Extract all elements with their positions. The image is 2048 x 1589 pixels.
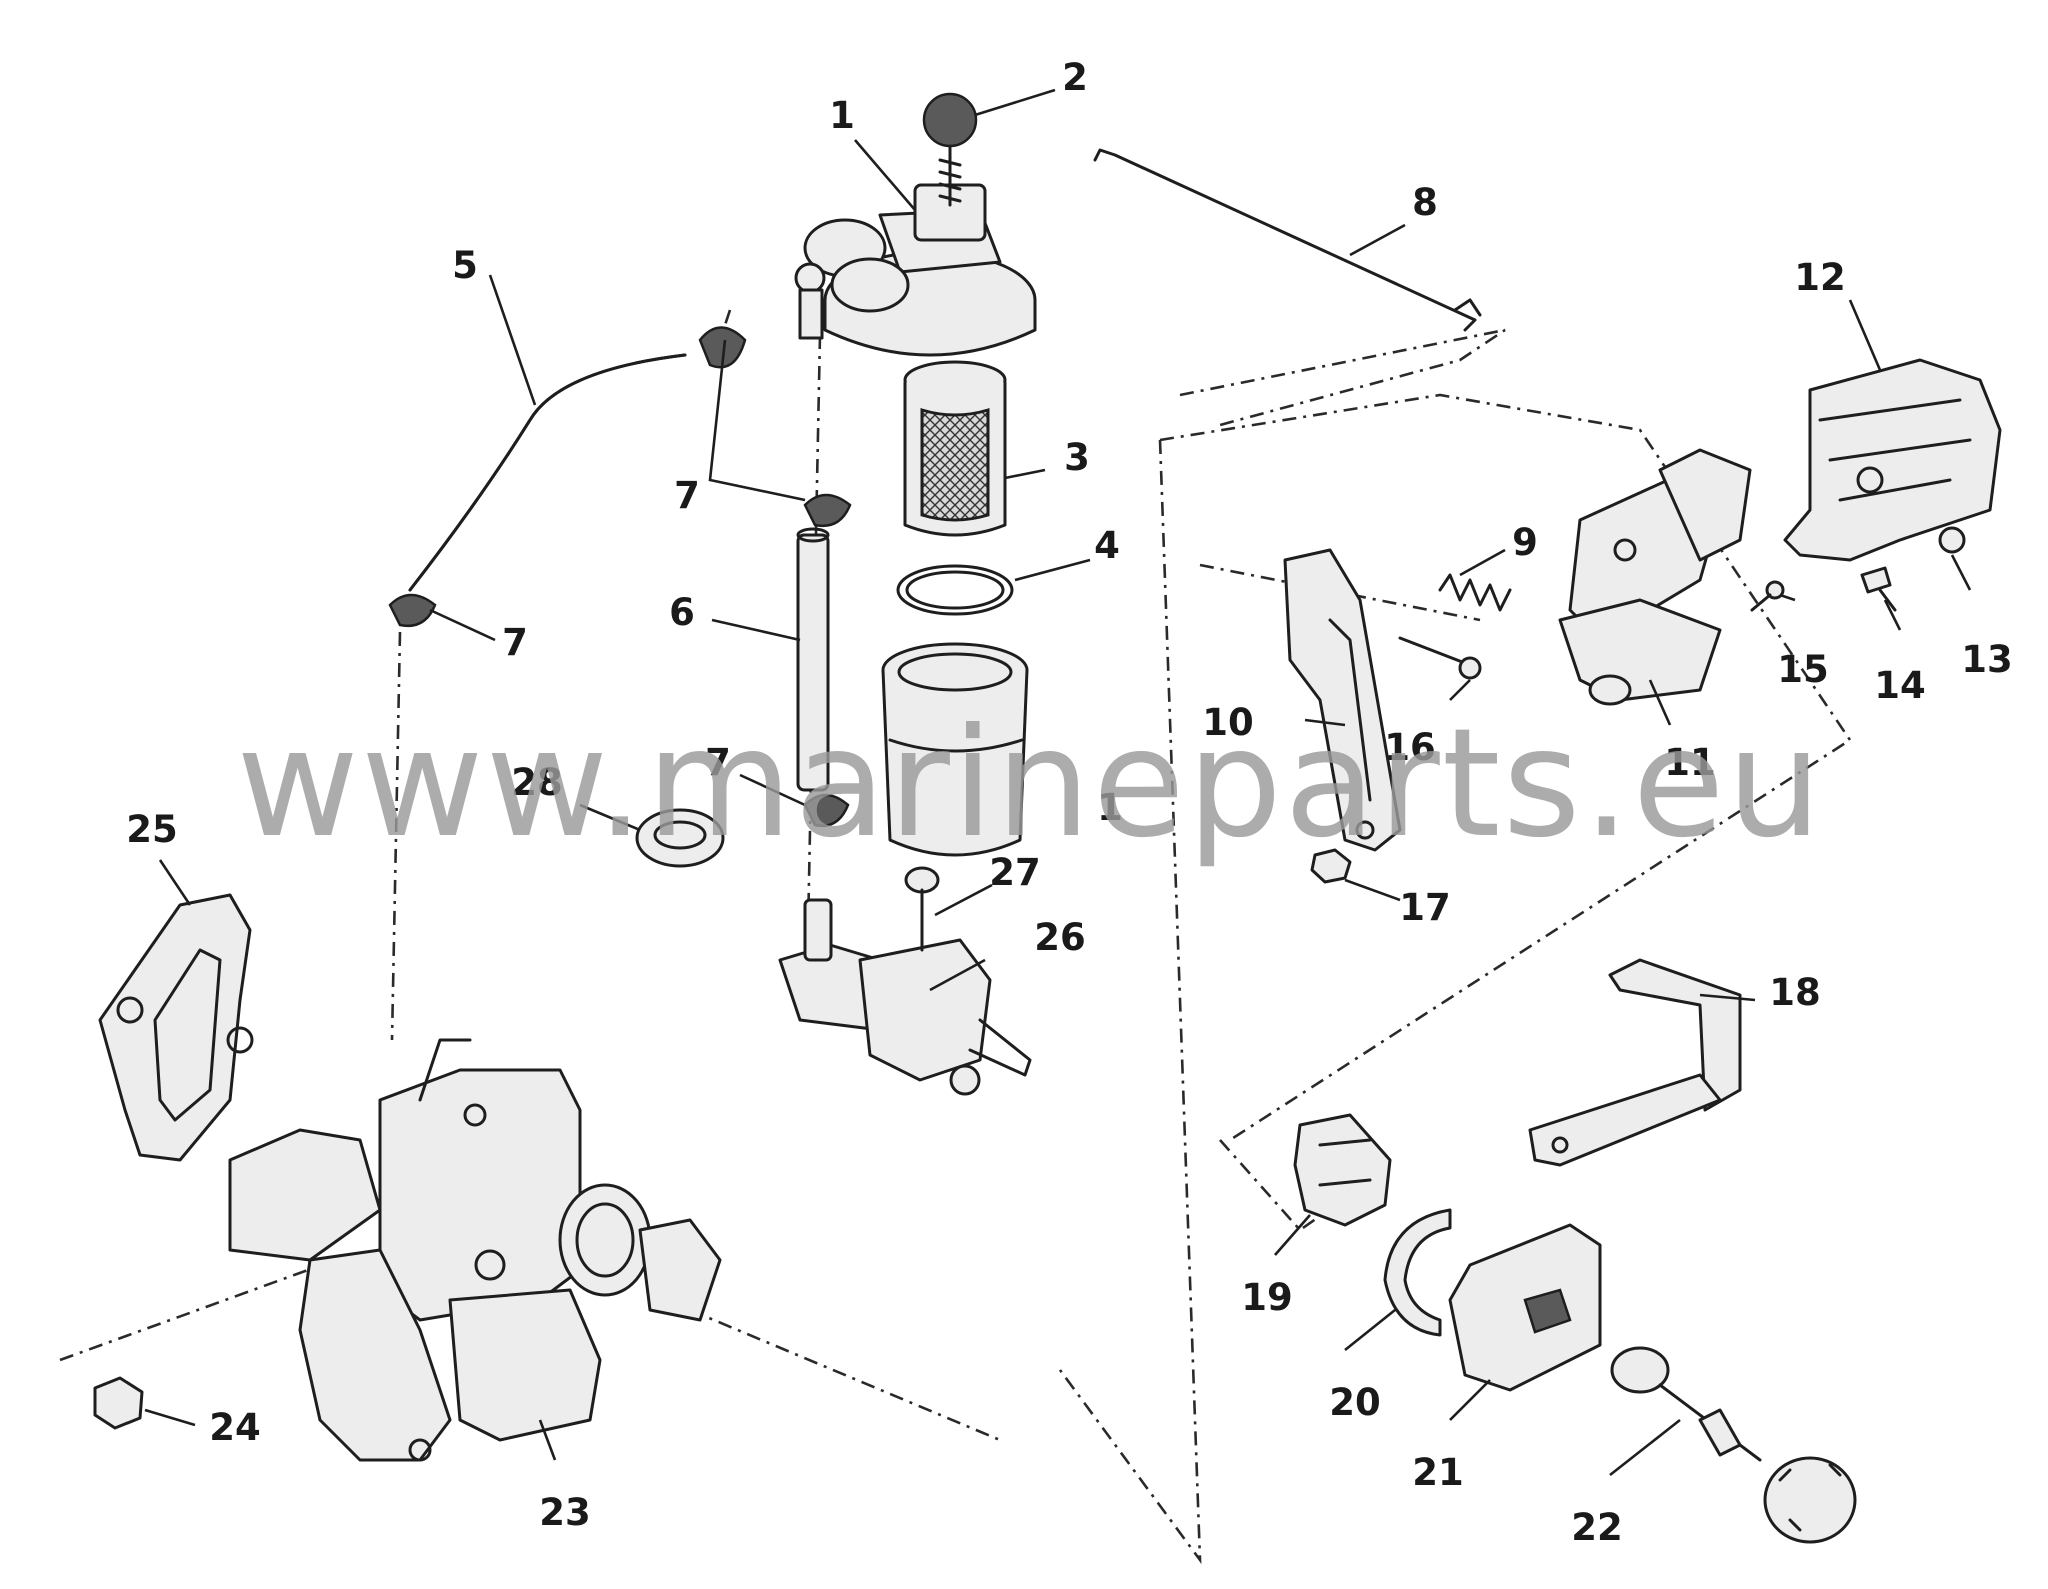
return-spring [1438, 573, 1512, 612]
callout-4: 4 [1094, 524, 1120, 567]
nut [1310, 848, 1352, 884]
callout-19: 19 [1241, 1276, 1293, 1319]
callout-7-hose-clamp: 7 [502, 621, 528, 664]
filter-bowl [881, 642, 1029, 857]
callout-23: 23 [539, 1491, 591, 1534]
washer [635, 808, 725, 868]
fuel-pipe [796, 527, 830, 792]
callout-24: 24 [209, 1406, 261, 1449]
callout-22: 22 [1571, 1506, 1623, 1549]
callout-26: 26 [1034, 916, 1086, 959]
clip-block [1293, 1113, 1392, 1227]
starter-housing [1783, 358, 2002, 562]
throttle-link-lever [1283, 548, 1402, 852]
assembly-dash-lines [59, 309, 1852, 1565]
fuel-hose [408, 353, 687, 592]
choke-rod [1093, 148, 1482, 332]
callout-7-pipe-clamp: 7 [705, 741, 731, 784]
watermark-text: www.marineparts.eu [236, 697, 1824, 871]
callout-13: 13 [1961, 638, 2013, 681]
callout-leader-lines [144, 88, 1972, 1477]
callout-11: 11 [1664, 741, 1716, 784]
callout-3: 3 [1064, 436, 1090, 479]
fuel-filter-head [794, 183, 1037, 357]
callout-28: 28 [511, 761, 563, 804]
callout-2: 2 [1062, 56, 1088, 99]
callout-1-upper: 1 [829, 94, 855, 137]
callout-7-top-clamp: 7 [674, 474, 700, 517]
callout-16: 16 [1384, 726, 1436, 769]
part-number-callouts: 1 2 1 3 4 5 6 7 7 7 8 9 10 11 12 13 14 1… [126, 56, 2013, 1549]
callout-8: 8 [1412, 181, 1438, 224]
throttle-cam-bracket [1558, 448, 1752, 706]
o-ring [896, 564, 1014, 616]
retaining-ring [1383, 1208, 1452, 1337]
choke-knob-shaft [1610, 1346, 1857, 1544]
callout-25: 25 [126, 808, 178, 851]
bleed-screw-knob [922, 92, 978, 207]
callout-18: 18 [1769, 971, 1821, 1014]
carburetor-body [228, 1038, 722, 1462]
l-bracket-lever [1528, 958, 1742, 1167]
callout-17: 17 [1399, 886, 1451, 929]
valve-screw [904, 866, 940, 952]
callout-1-lower: 1 [1097, 786, 1123, 829]
callout-21: 21 [1412, 1451, 1464, 1494]
callout-20: 20 [1329, 1381, 1381, 1424]
callout-14: 14 [1874, 664, 1926, 707]
filter-element [903, 360, 1007, 537]
callout-9: 9 [1512, 521, 1538, 564]
callout-10: 10 [1202, 701, 1254, 744]
callout-15: 15 [1777, 648, 1829, 691]
square-grommet [1448, 1223, 1602, 1392]
callout-6: 6 [669, 591, 695, 634]
callout-12: 12 [1794, 256, 1846, 299]
hose-clamps [388, 326, 852, 828]
callout-5: 5 [452, 244, 478, 287]
carb-nut [93, 1376, 144, 1430]
pivot-bolt [1398, 636, 1482, 680]
callout-27: 27 [989, 851, 1041, 894]
fuel-valve [778, 898, 1032, 1096]
small-fasteners [1750, 526, 1966, 612]
carb-gasket [98, 893, 254, 1162]
